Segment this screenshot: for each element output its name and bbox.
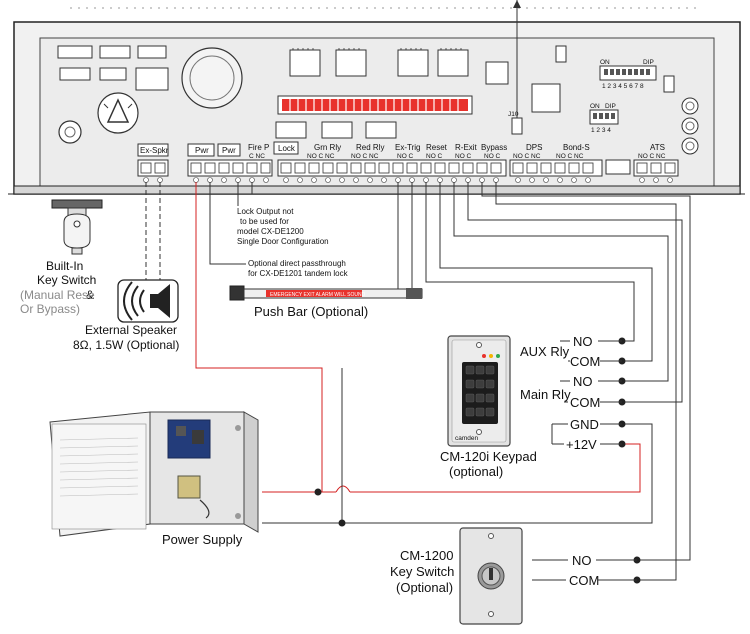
svg-text:+12V: +12V [566,437,597,452]
terminal-label-reset: Reset [426,143,448,152]
aux-relay-label: AUX Rly [520,344,570,359]
svg-text:Power Supply: Power Supply [162,532,243,547]
built-in-key-switch: Built-In Key Switch & (Manual Rese Or By… [20,199,103,316]
svg-text:NO C NC: NO C NC [513,153,541,160]
alarm-icon [97,92,139,134]
svg-text:&: & [86,288,94,302]
keypad-title: CM-120i Keypad [440,449,537,464]
svg-text:External Speaker: External Speaker [85,323,177,337]
svg-text:NO C: NO C [484,153,501,160]
keypad-terminal-labels: NO COM NO COM GND +12V [566,334,600,452]
svg-text:ON: ON [600,59,610,66]
controller-board: J10 ON DIP 1 2 3 4 5 6 7 8 ON DIP 1 2 3 … [8,21,745,195]
keypad-brand: camden [455,435,479,442]
svg-text:NO: NO [572,553,592,568]
svg-text:Or Bypass): Or Bypass) [20,302,80,316]
svg-text:1 2 3 4: 1 2 3 4 [591,127,611,134]
terminal-screws[interactable] [140,162,676,174]
cm1200-terminal-labels: NO COM [569,553,599,588]
passthrough-note: Optional direct passthrough for CX-DE120… [248,259,349,278]
push-bar: EMERGENCY EXIT ALARM WILL SOUND Push Bar… [229,285,423,319]
terminal-label-lock: Lock [278,144,296,153]
svg-text:NO C: NO C [455,153,472,160]
svg-text:(Manual Rese: (Manual Rese [20,288,95,302]
external-speaker: External Speaker 8Ω, 1.5W (Optional) [73,279,179,352]
terminal-label-bypass: Bypass [481,143,507,152]
svg-text:Built-In: Built-In [46,259,83,273]
power-supply: Power Supply [49,411,259,547]
svg-text:GND: GND [570,417,599,432]
svg-text:NO C NC: NO C NC [351,153,379,160]
svg-text:model CX-DE1200: model CX-DE1200 [237,227,304,236]
cm1200-subtitle: (Optional) [396,580,453,595]
svg-text:Single Door Configuration: Single Door Configuration [237,237,329,246]
terminal-label-pwr: Pwr [195,146,209,155]
dip-switch-4[interactable]: ON DIP 1 2 3 4 [589,103,619,134]
terminal-labels: Ex-Spkr Pwr Pwr Fire P C NC Lock Grn Rly… [137,141,666,160]
cm1200-title2: Key Switch [390,564,454,579]
terminal-label-dps: DPS [526,143,542,152]
svg-text:Lock Output not: Lock Output not [237,207,294,216]
svg-text:DIP: DIP [643,59,654,66]
svg-text:NO C NC: NO C NC [307,153,335,160]
svg-text:NO C NC: NO C NC [556,153,584,160]
terminal-label-fire: Fire P [248,143,269,152]
cm1200-title: CM-1200 [400,548,453,563]
svg-text:COM: COM [569,573,599,588]
cm-1200-key-switch[interactable] [459,527,523,625]
svg-text:8Ω, 1.5W (Optional): 8Ω, 1.5W (Optional) [73,338,179,352]
svg-text:to be used for: to be used for [240,217,289,226]
terminal-label-pwr-2: Pwr [222,146,236,155]
terminal-label-ats: ATS [650,143,665,152]
power-wire [195,182,641,493]
ic-chips [289,49,561,113]
svg-text:EMERGENCY EXIT ALARM WILL SOU: EMERGENCY EXIT ALARM WILL SOUND [270,292,366,298]
svg-text:NO C NC: NO C NC [638,153,666,160]
svg-text:NO C: NO C [397,153,414,160]
led-display [277,95,473,115]
dip-switch-8[interactable]: ON DIP 1 2 3 4 5 6 7 8 [599,59,657,90]
svg-text:C NC: C NC [249,153,265,160]
terminal-label-ex-spkr: Ex-Spkr [140,146,169,155]
main-relay-label: Main Rly [520,387,571,402]
terminal-label-ex-trig: Ex-Trig [395,143,420,152]
keypad-subtitle: (optional) [449,464,503,479]
svg-text:Optional direct passthrough: Optional direct passthrough [248,259,346,268]
lock-note: Lock Output not to be used for model CX-… [237,207,329,246]
svg-text:COM: COM [570,354,600,369]
terminal-label-red-rly: Red Rly [356,143,384,152]
svg-text:NO: NO [573,334,593,349]
svg-text:Push Bar (Optional): Push Bar (Optional) [254,304,368,319]
terminal-label-r-exit: R-Exit [455,143,478,152]
wires [145,182,691,581]
svg-text:1 2 3 4 5 6 7 8: 1 2 3 4 5 6 7 8 [602,83,644,90]
terminal-label-bond-s: Bond-S [563,143,590,152]
svg-text:COM: COM [570,395,600,410]
svg-text:Key Switch: Key Switch [37,273,96,287]
speaker-icon [123,281,170,321]
cm-120i-keypad[interactable]: camden [447,335,511,447]
svg-text:DIP: DIP [605,103,616,110]
j10-label: J10 [508,111,519,118]
svg-text:NO C: NO C [426,153,443,160]
terminal-label-grn-rly: Grn Rly [314,143,341,152]
keypad-keys[interactable] [465,365,495,417]
svg-text:NO: NO [573,374,593,389]
svg-text:for CX-DE1201 tandem lock: for CX-DE1201 tandem lock [248,269,349,278]
svg-text:ON: ON [590,103,600,110]
key-cylinder-icon [477,562,505,590]
